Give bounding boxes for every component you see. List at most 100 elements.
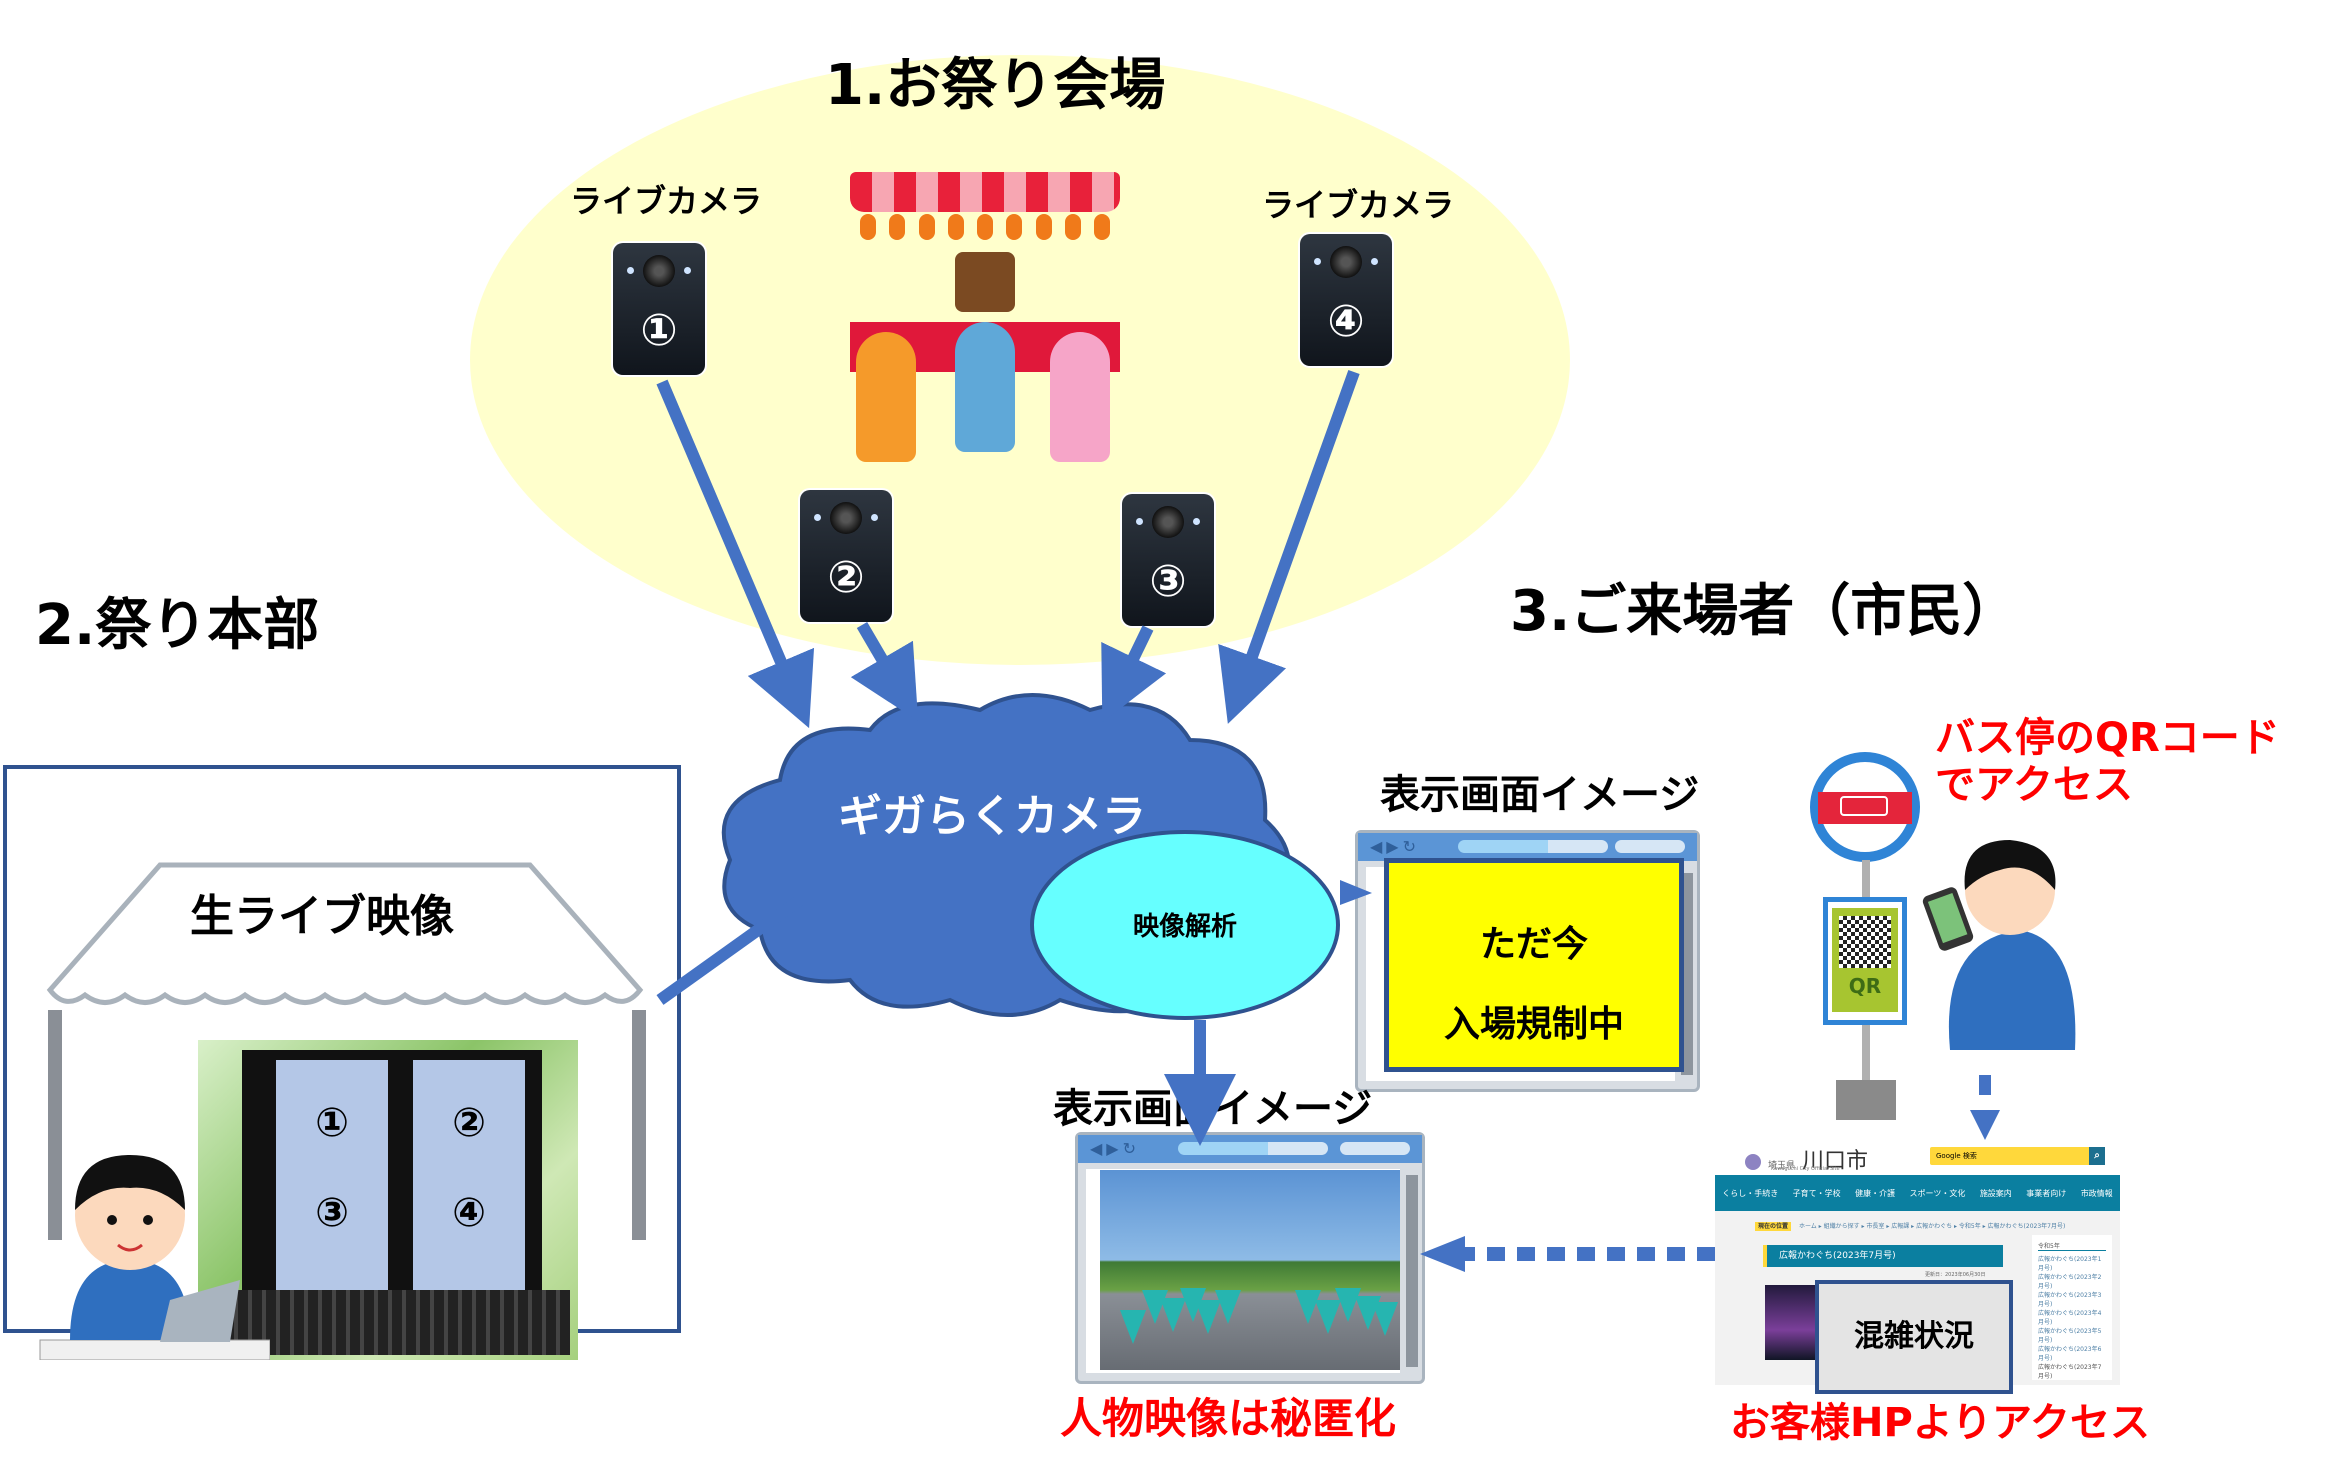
arrow-camera4-to-cloud bbox=[1218, 369, 1360, 724]
browser-nav-icons[interactable]: ◀▶↻ bbox=[1090, 1139, 1141, 1158]
qr-code-board: QR bbox=[1823, 897, 1907, 1025]
anonymization-note: 人物映像は秘匿化 bbox=[1060, 1394, 1397, 1443]
venue-title: 1.お祭り会場 bbox=[825, 53, 1166, 118]
notice-line-1: ただ今 bbox=[1479, 924, 1588, 965]
logo-prefix: 埼玉県 bbox=[1768, 1161, 1796, 1171]
dashed-arrow-head bbox=[1970, 1110, 2000, 1140]
video-tile-right: ② ④ bbox=[413, 1060, 525, 1290]
anonymized-person-icon bbox=[1215, 1290, 1241, 1324]
live-camera-label-left: ライブカメラ bbox=[570, 182, 763, 220]
tile-label-1: ① bbox=[315, 1100, 349, 1146]
arrow-analysis-to-top-display bbox=[1340, 880, 1372, 905]
notice-line-2: 入場規制中 bbox=[1443, 1004, 1624, 1045]
qr-access-note-line1: バス停のQRコード bbox=[1935, 715, 2280, 761]
browser-search-bar[interactable] bbox=[1615, 840, 1685, 853]
nav-item[interactable]: 事業者向け bbox=[2026, 1188, 2067, 1198]
search-icon[interactable]: ⌕ bbox=[2089, 1147, 2105, 1165]
nav-item[interactable]: 施設案内 bbox=[1979, 1188, 2012, 1198]
site-logo[interactable]: 埼玉県 川口市 bbox=[1745, 1143, 1868, 1175]
live-video-label: 生ライブ映像 bbox=[190, 891, 454, 942]
browser-scrollbar[interactable] bbox=[1406, 1175, 1418, 1367]
anonymized-street-view bbox=[1100, 1170, 1400, 1370]
staff-person-icon bbox=[39, 1155, 270, 1360]
video-analysis-bubble: 映像解析 bbox=[1030, 830, 1340, 1020]
site-page-title: 広報かわぐち(2023年7月号) bbox=[1763, 1245, 2003, 1267]
tent-roof bbox=[46, 862, 644, 1005]
camera-number: ③ bbox=[1149, 556, 1187, 607]
camera-lens-icon bbox=[1152, 506, 1184, 538]
stage-awning bbox=[850, 172, 1120, 212]
site-updated-date: 更新日：2023年06月30日 bbox=[1925, 1272, 1986, 1278]
breadcrumb-label: 現在の位置 bbox=[1755, 1222, 1792, 1231]
sidebar-link[interactable]: 広報かわぐち(2023年7月号) bbox=[2038, 1364, 2102, 1380]
logo-subtitle: Kawaguchi City Official Site bbox=[1771, 1166, 1840, 1172]
tent-pole-right bbox=[632, 1010, 646, 1240]
magazine-cover-image[interactable] bbox=[1765, 1285, 1815, 1360]
site-nav: くらし・手続き 子育て・学校 健康・介護 スポーツ・文化 施設案内 事業者向け … bbox=[1715, 1175, 2120, 1211]
live-camera-3: ③ bbox=[1122, 494, 1214, 626]
arrow-camera1-to-cloud bbox=[656, 379, 815, 729]
dotted-arrow-head bbox=[1420, 1236, 1465, 1272]
site-search-input[interactable]: Google 検索 ⌕ bbox=[1930, 1147, 2105, 1165]
site-sidebar: 令和5年 広報かわぐち(2023年1月号) 広報かわぐち(2023年2月号) 広… bbox=[2032, 1235, 2112, 1380]
sidebar-link[interactable]: 広報かわぐち(2023年3月号) bbox=[2038, 1292, 2102, 1308]
hp-access-note: お客様HPよりアクセス bbox=[1730, 1400, 2150, 1446]
sidebar-link[interactable]: 広報かわぐち(2023年1月号) bbox=[2038, 1256, 2102, 1272]
live-camera-label-right: ライブカメラ bbox=[1262, 186, 1455, 224]
nav-item[interactable]: 健康・介護 bbox=[1855, 1188, 1896, 1198]
browser-nav-icons[interactable]: ◀▶↻ bbox=[1370, 837, 1421, 856]
nav-item[interactable]: 子育て・学校 bbox=[1792, 1188, 1841, 1198]
entry-restriction-notice: ただ今 入場規制中 bbox=[1384, 858, 1684, 1072]
citizen-scanning-qr-icon bbox=[1922, 840, 2076, 1050]
camera-lens-icon bbox=[830, 502, 862, 534]
browser-toolbar: ◀▶↻ bbox=[1358, 833, 1697, 861]
browser-scrollbar[interactable] bbox=[1681, 873, 1693, 1075]
camera-number: ① bbox=[640, 305, 678, 356]
bus-stop-base bbox=[1836, 1080, 1896, 1120]
sidebar-link[interactable]: 広報かわぐち(2023年2月号) bbox=[2038, 1274, 2102, 1290]
nav-item[interactable]: くらし・手続き bbox=[1722, 1188, 1779, 1198]
line-cloud-to-hq bbox=[656, 895, 804, 1005]
live-camera-1: ① bbox=[613, 243, 705, 375]
kawaguchi-city-website: 埼玉県 川口市 Kawaguchi City Official Site Goo… bbox=[1715, 1135, 2120, 1385]
bus-stop-sign-icon bbox=[1810, 752, 1920, 862]
sidebar-link[interactable]: 広報かわぐち(2023年4月号) bbox=[2038, 1310, 2102, 1326]
sidebar-link[interactable]: 広報かわぐち(2023年5月号) bbox=[2038, 1328, 2102, 1344]
camera-number: ② bbox=[827, 552, 865, 603]
festival-stage-illustration bbox=[850, 172, 1120, 502]
camera-lens-icon bbox=[643, 255, 675, 287]
city-emblem-icon bbox=[1745, 1154, 1761, 1170]
qr-board-text: QR bbox=[1848, 974, 1882, 998]
cloud-service-name: ギガらくカメラ bbox=[838, 791, 1146, 842]
laptop-keyboard bbox=[210, 1290, 570, 1355]
anonymized-person-icon bbox=[1120, 1310, 1146, 1344]
lanterns bbox=[860, 214, 1110, 242]
breadcrumb-path[interactable]: ホーム ▸ 組織から探す ▸ 市長室 ▸ 広報課 ▸ 広報かわぐち ▸ 令和5年… bbox=[1798, 1223, 2066, 1230]
tile-label-4: ④ bbox=[452, 1190, 486, 1236]
logo-text: 川口市 bbox=[1802, 1149, 1869, 1174]
nav-item[interactable]: スポーツ・文化 bbox=[1909, 1188, 1966, 1198]
taiko-drum-icon bbox=[955, 252, 1015, 312]
camera-number: ④ bbox=[1327, 296, 1365, 347]
congestion-status-button[interactable]: 混雑状況 bbox=[1815, 1280, 2013, 1394]
browser-search-bar[interactable] bbox=[1340, 1142, 1410, 1155]
camera-lens-icon bbox=[1330, 246, 1362, 278]
arrow-camera3-to-cloud bbox=[1101, 625, 1167, 723]
bus-icon bbox=[1840, 796, 1888, 816]
sidebar-link[interactable]: 広報かわぐち(2023年6月号) bbox=[2038, 1346, 2102, 1362]
sidebar-title: 令和5年 bbox=[2038, 1241, 2106, 1251]
qr-access-note-line2: でアクセス bbox=[1935, 762, 2133, 808]
tent-pole-left bbox=[48, 1010, 62, 1240]
dancer-orange bbox=[856, 332, 916, 462]
nav-item[interactable]: 市政情報 bbox=[2080, 1188, 2113, 1198]
live-camera-4: ④ bbox=[1300, 234, 1392, 366]
browser-url-bar[interactable] bbox=[1458, 840, 1608, 853]
video-analysis-label: 映像解析 bbox=[1132, 912, 1237, 942]
video-tile-left: ① ③ bbox=[276, 1060, 388, 1290]
live-camera-2: ② bbox=[800, 490, 892, 622]
dancer-blue bbox=[955, 322, 1015, 452]
qr-code-icon[interactable] bbox=[1839, 916, 1891, 968]
anonymized-person-icon bbox=[1372, 1302, 1398, 1336]
dancer-pink bbox=[1050, 332, 1110, 462]
